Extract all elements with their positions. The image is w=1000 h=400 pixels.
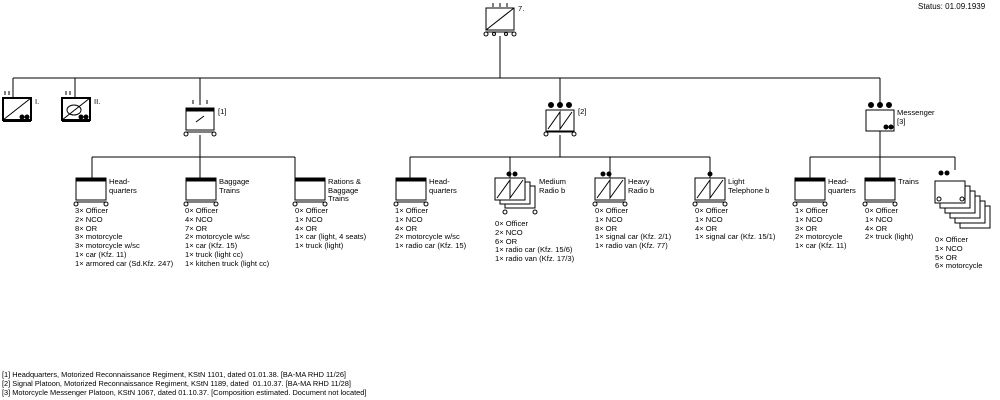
- company-ii-label: II.: [94, 97, 101, 106]
- connector-lines: [12, 36, 956, 178]
- strength-line: 2× truck (light): [865, 232, 914, 242]
- strength-line: 6× OR: [495, 236, 518, 246]
- strength-line: 0× Officer: [595, 206, 628, 215]
- unit-label-medium-radio: Medium Radio b: [539, 177, 567, 195]
- strength-line: 1× car (Kfz. 11): [75, 249, 127, 259]
- strength-line: 0× Officer: [295, 206, 328, 215]
- battalion-symbol: [483, 3, 517, 37]
- strength-line: 0× Officer: [495, 219, 528, 228]
- strength-line: 1× NCO: [395, 214, 423, 224]
- strength-line: 4× OR: [395, 223, 418, 233]
- strength-line: 1× NCO: [935, 243, 963, 253]
- strength-line: 2× motorcycle w/sc: [395, 232, 460, 242]
- messenger-trains-symbol: [862, 177, 898, 207]
- strength-line: 1× Officer: [395, 206, 428, 215]
- unit-label-messenger-trains: Trains: [898, 177, 919, 186]
- strength-line: 7× OR: [185, 223, 208, 233]
- strength-line: 3× Officer: [75, 206, 108, 215]
- strength-line: 1× car (light, 4 seats): [295, 232, 367, 242]
- company-ii-symbol: [61, 91, 91, 122]
- strength-line: 1× signal car (Kfz. 15/1): [695, 232, 776, 242]
- unit-label-heavy-radio: Heavy Radio b: [628, 177, 655, 195]
- strength-line: 1× armored car (Sd.Kfz. 247): [75, 258, 174, 268]
- strength-line: 1× signal car (Kfz. 2/1): [595, 232, 672, 242]
- strength-line: 4× OR: [295, 223, 318, 233]
- strength-line: 1× radio van (Kfz. 17/3): [495, 254, 575, 264]
- unit-label-messenger-hq: Head- quarters: [828, 177, 856, 195]
- medium-radio-symbol: [494, 171, 538, 215]
- motorcycle-squads-symbol: [934, 170, 991, 229]
- unit-label-light-telephone: Light Telephone b: [728, 177, 770, 195]
- messenger-platoon-symbol: [865, 102, 895, 132]
- footnote-1: [1] Headquarters, Motorized Reconnaissan…: [2, 370, 346, 379]
- hq-1-symbol: [183, 100, 217, 137]
- unit-label-hq: Head- quarters: [109, 177, 137, 195]
- strength-line: 4× NCO: [185, 214, 213, 224]
- unit-label-baggage: Baggage Trains: [219, 177, 250, 195]
- strength-line: 4× OR: [865, 223, 888, 233]
- footnote-2: [2] Signal Platoon, Motorized Reconnaiss…: [2, 379, 351, 388]
- messenger-platoon-label: Messenger [3]: [897, 108, 935, 126]
- strength-line: 0× Officer: [865, 206, 898, 215]
- signal-platoon-symbol: [543, 102, 577, 137]
- strength-line: 1× radio car (Kfz. 15): [395, 241, 467, 251]
- strength-line: 0× Officer: [695, 206, 728, 215]
- strength-line: 2× motorcycle w/sc: [185, 232, 250, 242]
- strength-line: 0× Officer: [935, 235, 968, 244]
- strength-line: 1× truck (light): [295, 241, 344, 251]
- strength-line: 1× kitchen truck (light cc): [185, 258, 270, 268]
- strength-line: 1× truck (light cc): [185, 249, 244, 259]
- unit-label-signal-hq: Head- quarters: [429, 177, 457, 195]
- strength-line: 1× radio van (Kfz. 77): [595, 241, 668, 251]
- strength-line: 1× NCO: [595, 214, 623, 224]
- strength-line: 3× motorcycle w/sc: [75, 241, 140, 251]
- strength-line: 8× OR: [75, 223, 98, 233]
- footnote-3: [3] Motorcycle Messenger Platoon, KStN 1…: [2, 388, 367, 397]
- messenger-hq-symbol: [792, 177, 828, 207]
- strength-line: 6× motorcycle: [935, 261, 983, 271]
- hq-section-symbol: [73, 177, 109, 207]
- light-telephone-symbol: [692, 171, 728, 207]
- strength-line: 1× car (Kfz. 11): [795, 241, 847, 251]
- strength-line: 3× OR: [795, 223, 818, 233]
- strength-line: 5× OR: [935, 252, 958, 262]
- heavy-radio-symbol: [592, 171, 628, 207]
- strength-line: 1× NCO: [795, 214, 823, 224]
- strength-line: 2× NCO: [495, 227, 523, 237]
- strength-line: 1× Officer: [795, 206, 828, 215]
- strength-line: 2× motorcycle: [795, 232, 843, 242]
- rations-trains-symbol: [292, 177, 328, 207]
- status-date: Status: 01.09.1939: [918, 2, 986, 11]
- strength-line: 2× NCO: [75, 214, 103, 224]
- signal-hq-symbol: [393, 177, 429, 207]
- battalion-label: 7.: [518, 4, 525, 13]
- strength-line: 1× car (Kfz. 15): [185, 241, 238, 251]
- company-i-symbol: [2, 91, 32, 122]
- hq-1-label: [1]: [218, 107, 227, 116]
- strength-line: 8× OR: [595, 223, 618, 233]
- footnotes: [1] Headquarters, Motorized Reconnaissan…: [2, 370, 366, 397]
- unit-label-rations: Rations & Baggage Trains: [328, 177, 361, 204]
- strength-line: 0× Officer: [185, 206, 218, 215]
- signal-platoon-label: [2]: [578, 107, 587, 116]
- strength-line: 1× radio car (Kfz. 15/6): [495, 245, 573, 255]
- baggage-trains-symbol: [183, 177, 219, 207]
- strength-line: 1× NCO: [695, 214, 723, 224]
- company-i-label: I.: [35, 97, 40, 106]
- strength-line: 3× motorcycle: [75, 232, 123, 242]
- strength-line: 1× NCO: [295, 214, 323, 224]
- strength-line: 1× NCO: [865, 214, 893, 224]
- strength-line: 4× OR: [695, 223, 718, 233]
